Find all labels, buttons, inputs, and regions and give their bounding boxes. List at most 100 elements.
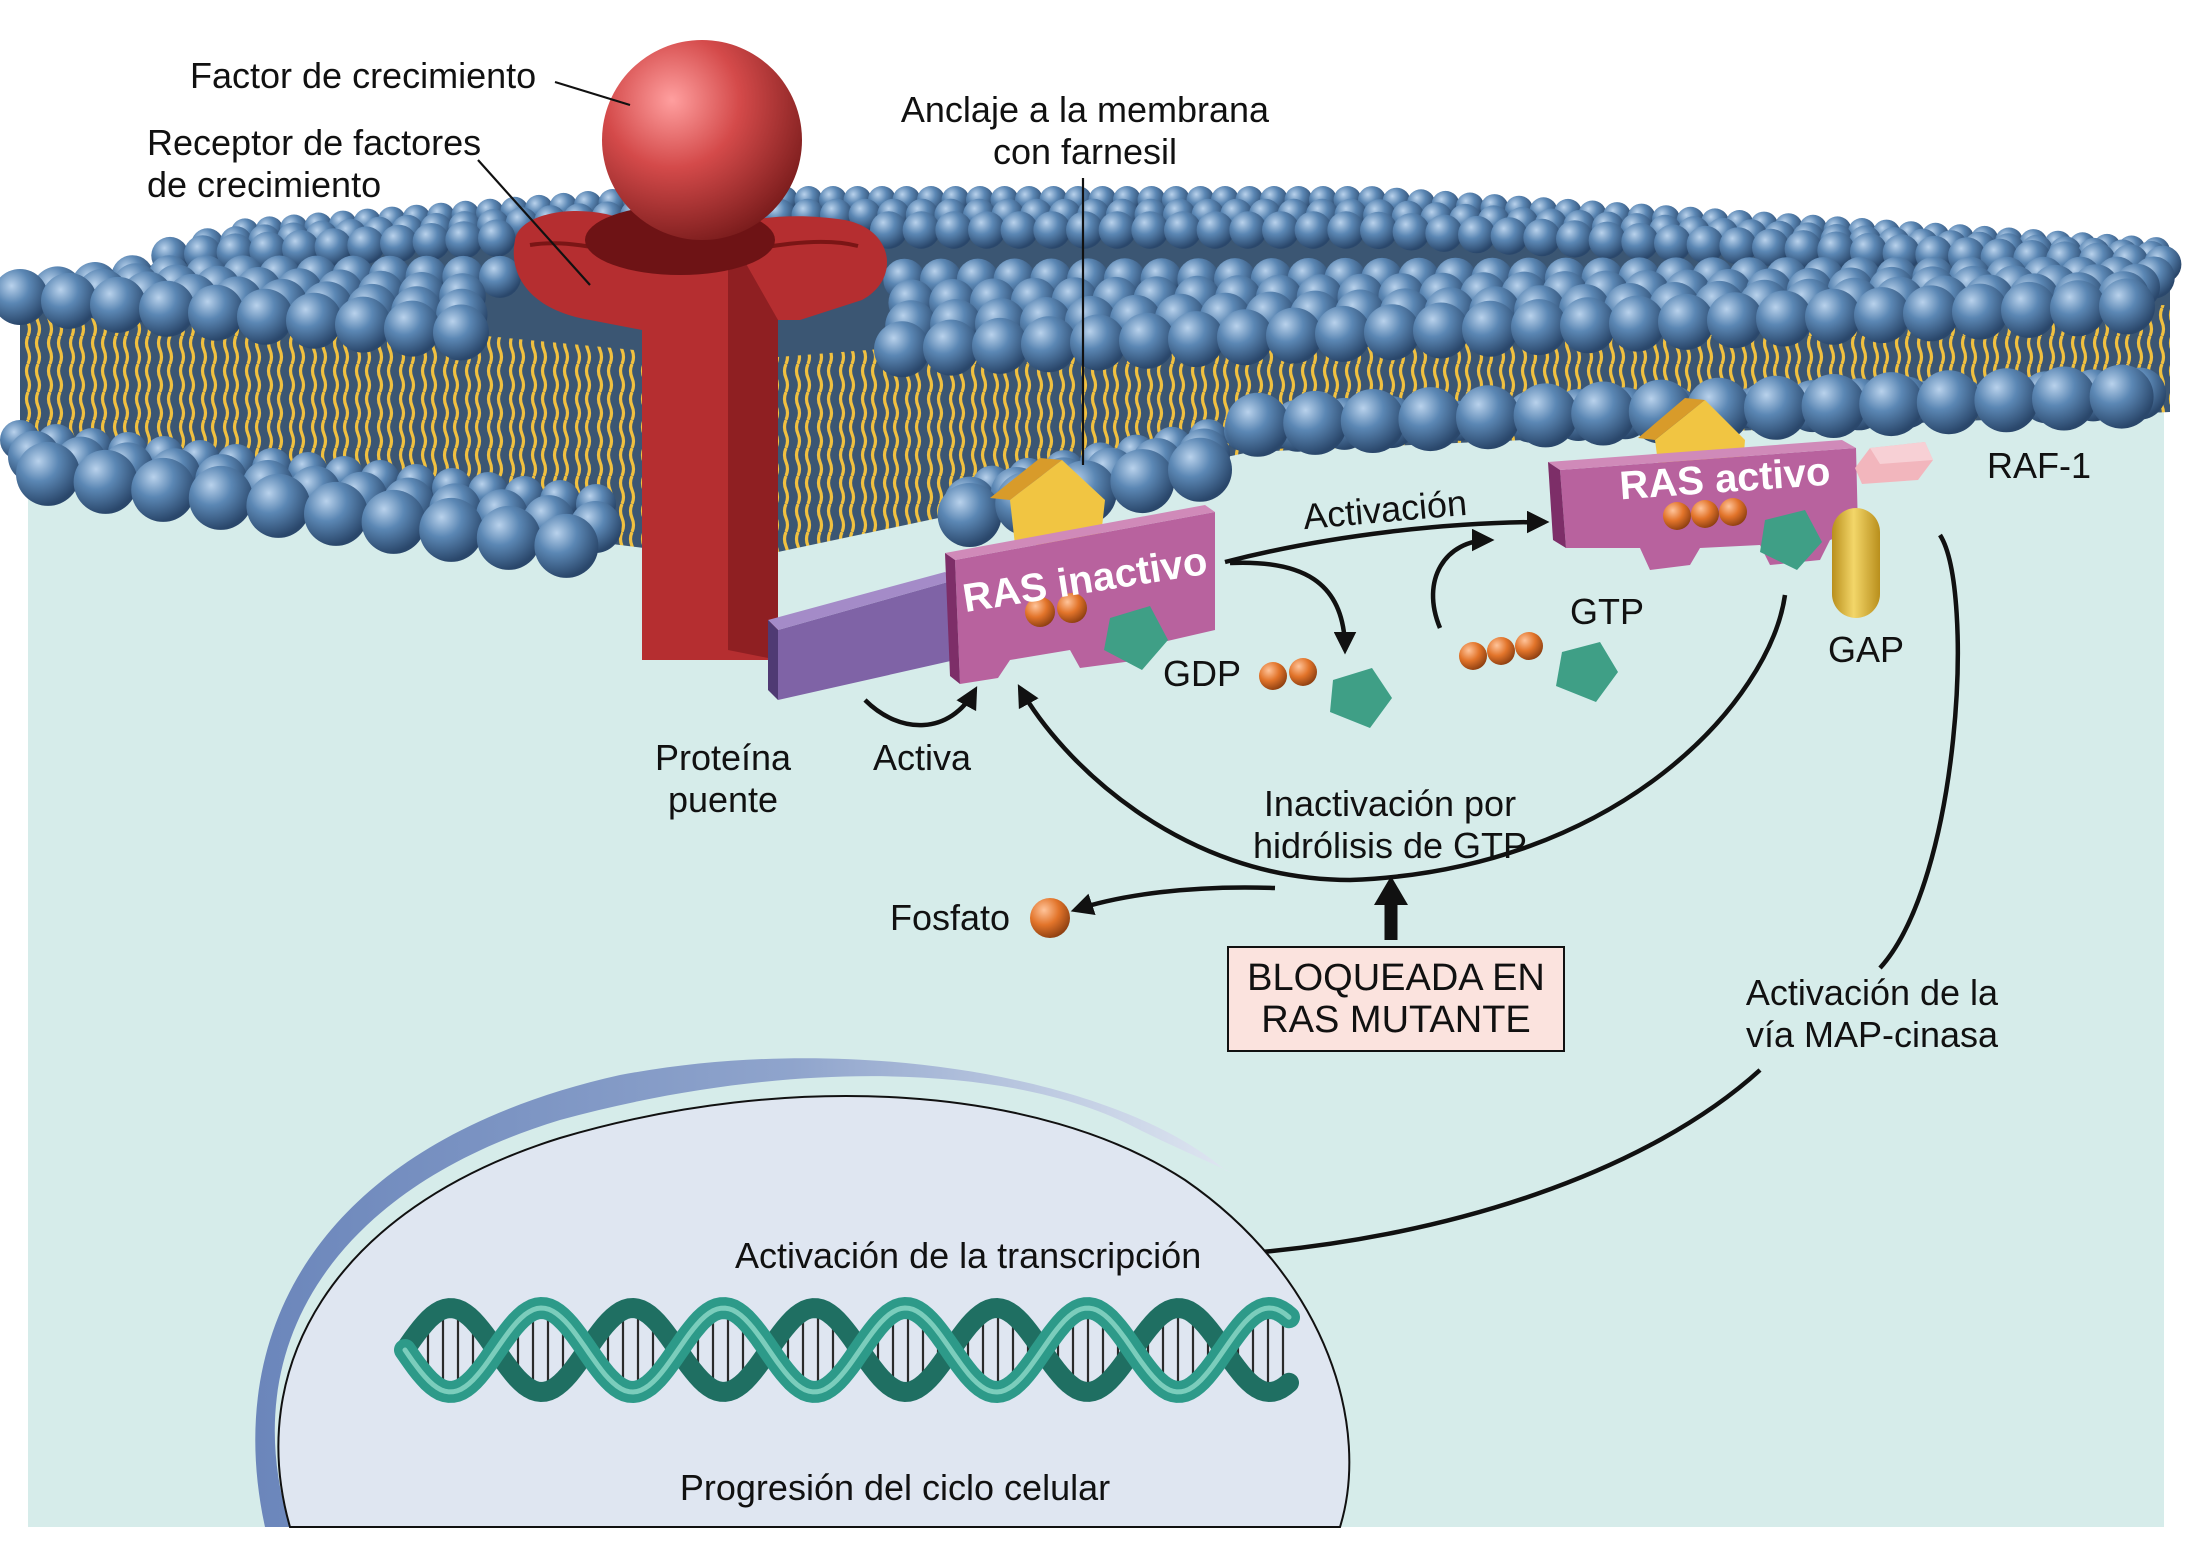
lipid-head — [1556, 220, 1594, 258]
lipid-head — [1110, 449, 1175, 514]
lipid-head — [968, 211, 1006, 249]
label-inactivation-line1: Inactivación por — [1264, 783, 1516, 824]
lipid-head — [937, 483, 1002, 547]
lipid-head — [445, 221, 483, 259]
label-growth-factor: Factor de crecimiento — [190, 55, 536, 96]
gdp-release-arrow — [1229, 560, 1357, 655]
phosphate-release-arrow — [1070, 885, 1276, 915]
lipid-head — [41, 272, 97, 329]
bridge-protein — [768, 572, 955, 700]
label-blocked-line1: BLOQUEADA EN — [1247, 957, 1545, 999]
lipid-head — [1315, 305, 1371, 362]
label-anchor-line1: Anclaje a la membrana — [901, 89, 1270, 130]
label-map-line1: Activación de la — [1746, 972, 1999, 1013]
map-kinase-arrow — [1878, 533, 1960, 970]
growth-factor — [602, 40, 802, 240]
lipid-head — [1621, 223, 1659, 261]
lipid-head — [972, 317, 1028, 374]
lipid-head — [2032, 366, 2096, 431]
lipid-head — [1196, 211, 1235, 249]
lipid-head — [2001, 281, 2057, 338]
lipid-head — [1513, 383, 1578, 448]
lipid-head — [1903, 285, 1959, 342]
lipid-head — [1854, 287, 1910, 344]
activation-arrow — [1224, 510, 1550, 565]
lipid-head — [1805, 288, 1861, 345]
ras-active-gtp — [1663, 498, 1822, 570]
lipid-head — [1164, 211, 1202, 249]
lipid-head — [2089, 364, 2154, 429]
label-gdp: GDP — [1163, 653, 1241, 694]
label-activates: Activa — [873, 737, 972, 778]
block-arrowhead — [1374, 876, 1408, 905]
lipid-head — [1707, 292, 1763, 349]
lipid-head — [1784, 230, 1823, 268]
lipid-head — [1294, 211, 1333, 249]
lipid-head — [237, 288, 293, 345]
label-blocked-line2: RAS MUTANTE — [1261, 999, 1531, 1041]
lipid-head — [1070, 314, 1126, 371]
lipid-head — [1719, 227, 1757, 265]
label-cell-cycle: Progresión del ciclo celular — [680, 1467, 1110, 1508]
lipid-head — [16, 441, 80, 506]
lipid-head — [1609, 295, 1665, 352]
lipid-head — [1744, 375, 1808, 440]
lipid-head — [1283, 390, 1348, 455]
lipid-head — [433, 304, 489, 361]
lipid-head — [1916, 370, 1981, 435]
lipid-head — [479, 255, 521, 298]
lipid-head — [1801, 374, 1866, 438]
lipid-head — [246, 473, 311, 538]
lipid-head — [1360, 211, 1398, 250]
label-phosphate: Fosfato — [890, 897, 1010, 938]
lipid-head — [314, 228, 352, 266]
lipid-head — [1131, 211, 1169, 249]
label-anchor-line2: con farnesil — [993, 131, 1177, 172]
ras-inactive-gdp — [1025, 593, 1168, 670]
lipid-head — [478, 219, 516, 257]
lipid-head — [1364, 304, 1420, 361]
lipid-head — [1266, 307, 1322, 364]
lipid-head — [476, 505, 541, 570]
lipid-head — [1425, 214, 1463, 252]
label-receptor-line2: de crecimiento — [147, 164, 381, 205]
gap-protein — [1832, 508, 1880, 618]
lipid-head — [361, 489, 426, 554]
lipid-head — [2099, 278, 2155, 335]
lipid-head — [1217, 309, 1273, 366]
lipid-head — [139, 280, 195, 337]
lipid-head — [188, 465, 253, 530]
lipid-head — [1119, 312, 1175, 369]
lipid-head — [1225, 392, 1290, 457]
lipid-head — [1456, 385, 1520, 450]
lipid-head — [73, 449, 138, 514]
lipid-head — [1462, 300, 1518, 357]
lipid-head — [1752, 228, 1790, 267]
lipid-head — [0, 269, 48, 325]
lipid-head — [1658, 293, 1714, 350]
bridge-activates-arrow — [863, 686, 978, 728]
pathway-arrows — [793, 510, 1960, 1452]
transcription-arrow — [1220, 1068, 1762, 1266]
lipid-head — [1413, 302, 1469, 359]
blocked-box — [1227, 946, 1565, 1052]
lipid-head — [1340, 389, 1405, 453]
lipid-head — [1392, 213, 1431, 251]
lipid-head — [1327, 211, 1365, 249]
lipid-head — [2050, 280, 2106, 337]
lipid-head — [1490, 217, 1529, 255]
lipid-head — [1000, 211, 1038, 249]
lipid-head — [1398, 387, 1463, 452]
lipid-head — [1523, 218, 1561, 257]
label-map-line2: vía MAP-cinasa — [1746, 1014, 1999, 1055]
incoming-gtp — [1459, 632, 1618, 702]
lipid-head — [1952, 283, 2008, 340]
lipid-head — [1511, 299, 1567, 356]
lipid-head — [131, 457, 196, 522]
lipid-head — [935, 211, 973, 249]
lipid-head — [1686, 225, 1725, 264]
label-bridge-line2: puente — [668, 779, 778, 820]
growth-factor-receptor — [513, 205, 888, 660]
lipid-head — [188, 284, 244, 341]
